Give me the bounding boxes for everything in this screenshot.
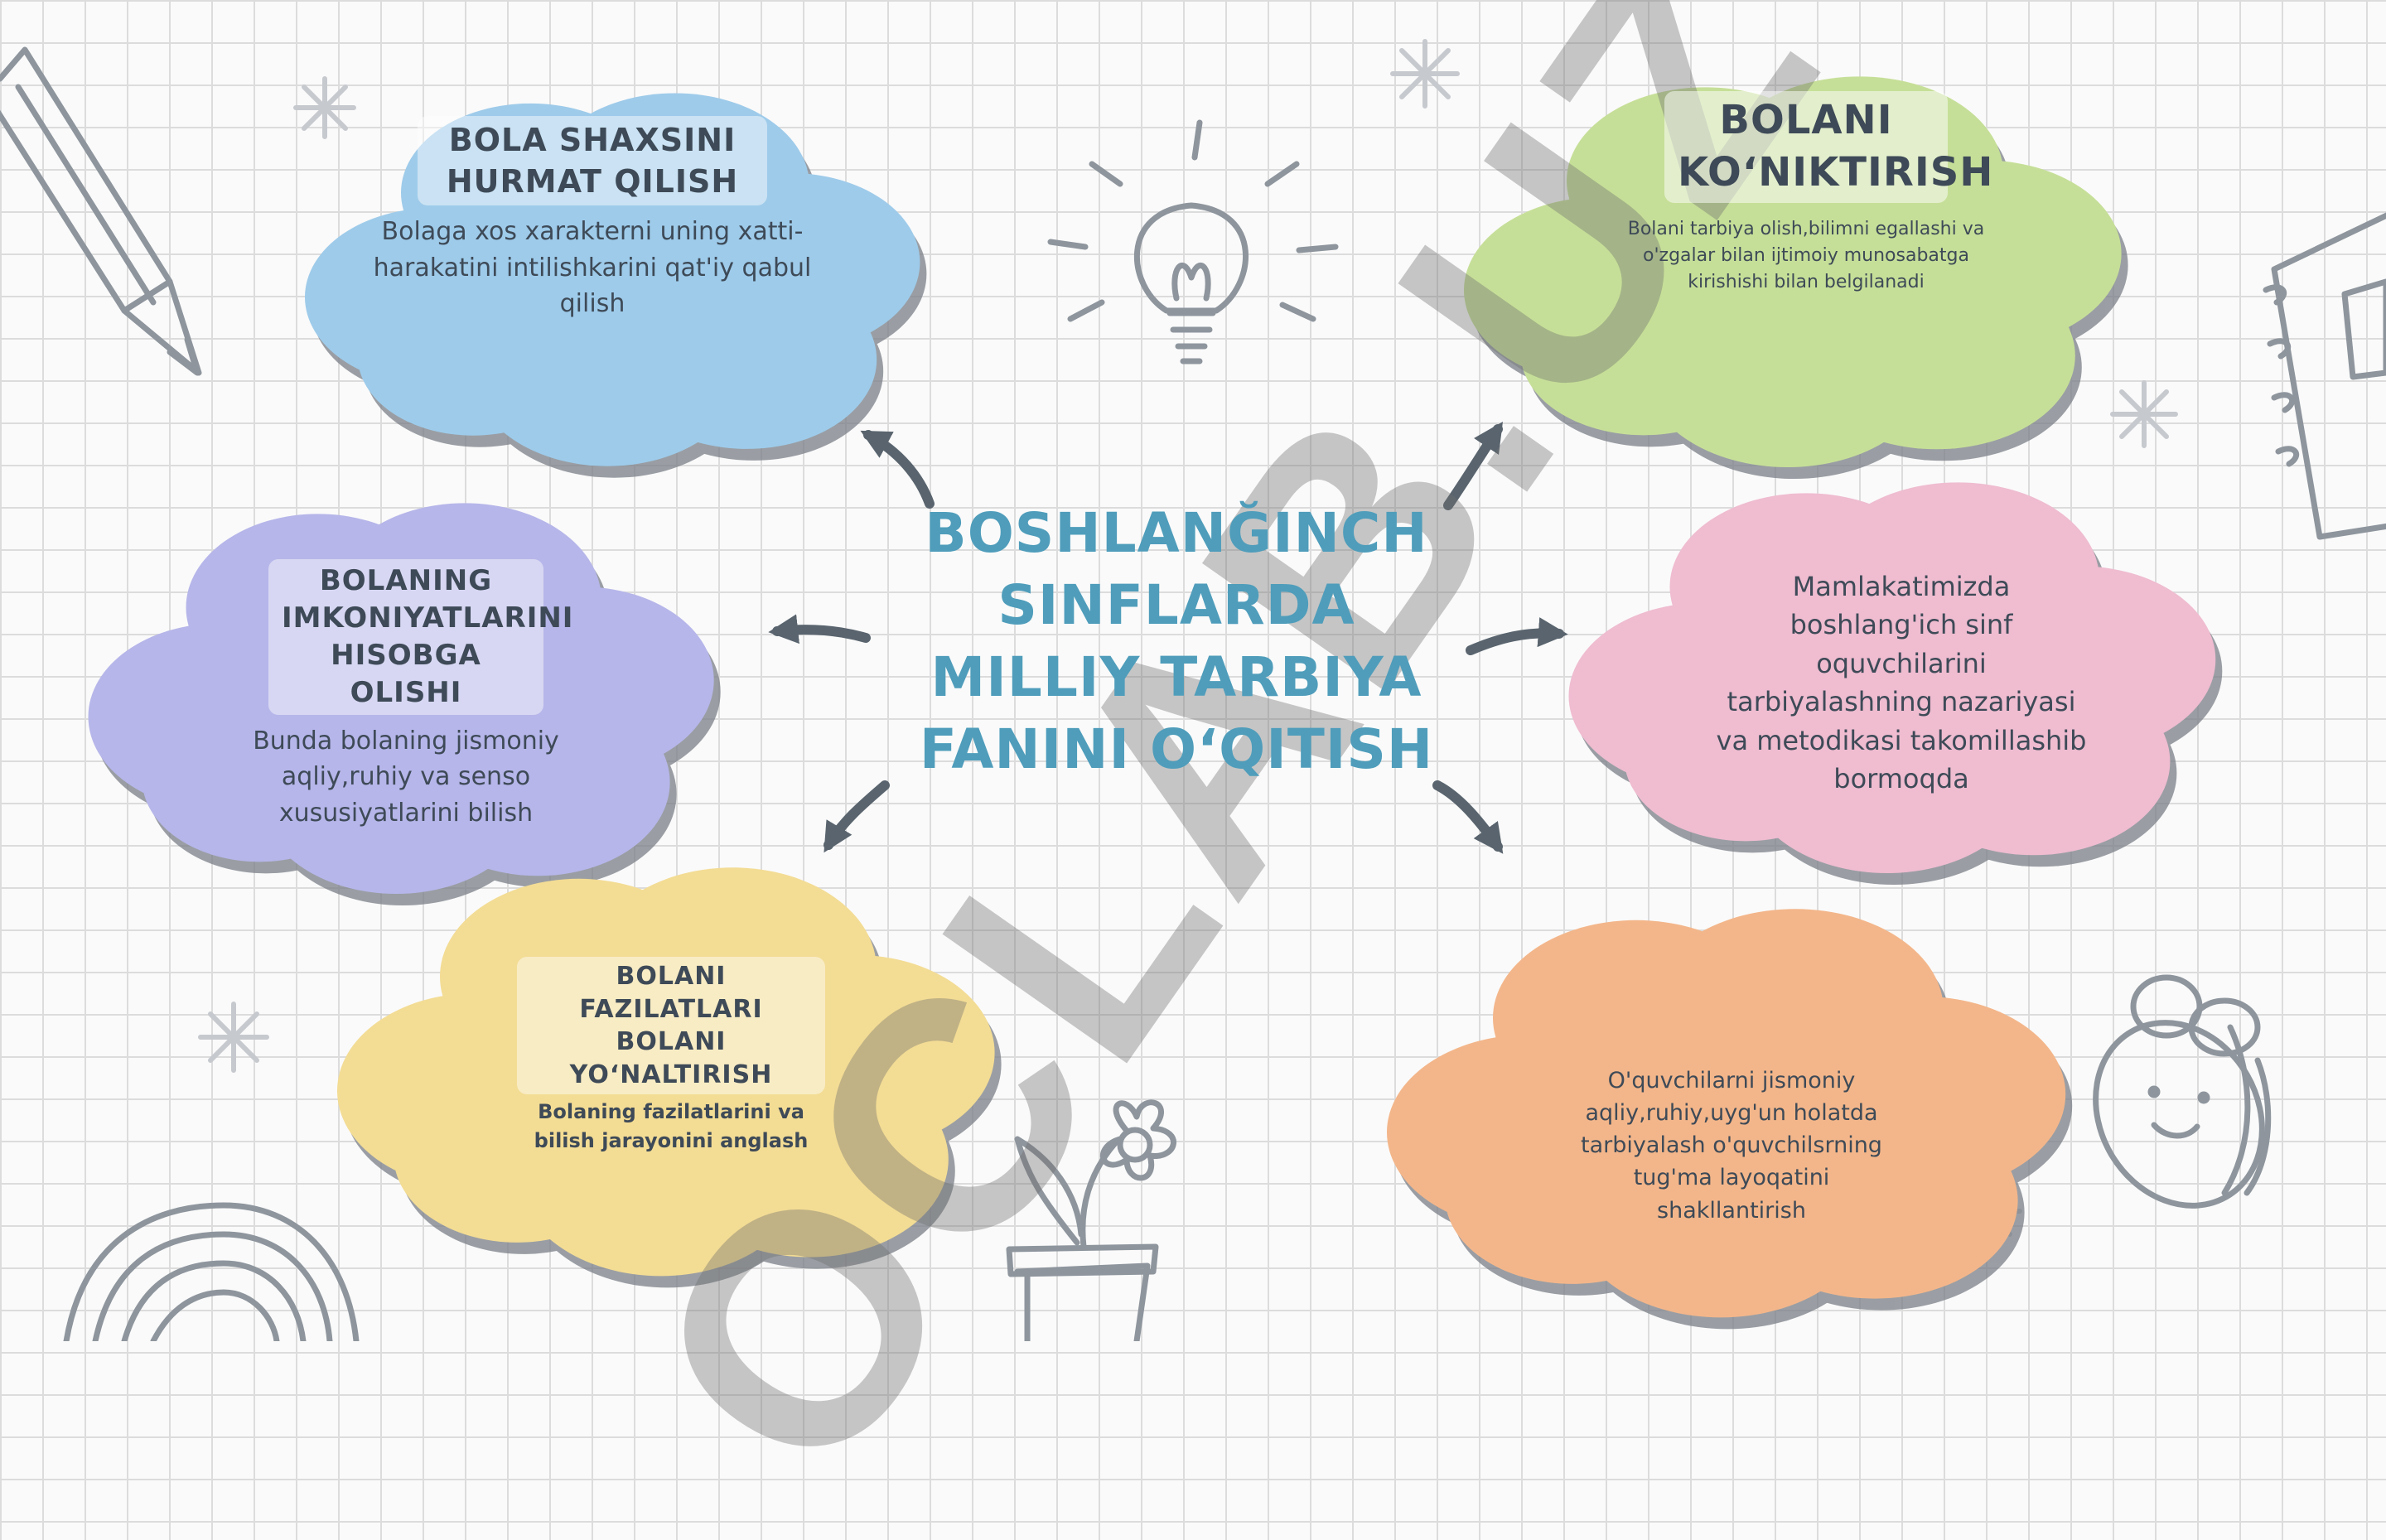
node-desc: Bolani tarbiya olish,bilimni egallashi v… xyxy=(1627,218,1985,292)
node-imkoniyat: BOLANING IMKONIYATLARINI HISOBGA OLISHI … xyxy=(215,559,596,831)
arrow-to-imkoniyat xyxy=(768,614,871,644)
node-title: BOLANI FAZILATLARI BOLANI YO‘NALTIRISH xyxy=(517,957,825,1095)
cloud-shape xyxy=(304,93,920,466)
node-desc: O'quvchilarni jismoniy aqliy,ruhiy,uyg'u… xyxy=(1581,1068,1882,1224)
node-title: BOLA SHAXSINI HURMAT QILISH xyxy=(418,116,767,206)
node-desc: Bolaga xos xarakterni uning xatti-haraka… xyxy=(373,217,812,319)
arrow-to-oquvchi xyxy=(1432,780,1504,854)
arrow-to-fazilat xyxy=(824,780,890,853)
node-desc: Mamlakatimizda boshlang'ich sinf oquvchi… xyxy=(1716,571,2087,794)
bee-icon xyxy=(2093,974,2272,1209)
node-koniktirish: BOLANI KO‘NIKTIRISH Bolani tarbiya olish… xyxy=(1607,91,2005,295)
center-title: BOSHLANĞINCH SINFLARDA MILLIY TARBIYA FA… xyxy=(919,501,1434,782)
cloud-shape xyxy=(88,503,714,895)
node-mamlakat: Mamlakatimizda boshlang'ich sinf oquvchi… xyxy=(1715,559,2088,798)
cloud-shape xyxy=(1387,909,2066,1318)
rainbow-icon xyxy=(63,1202,360,1341)
pencil-icon xyxy=(0,46,202,376)
notebook-icon xyxy=(2263,212,2386,540)
lightbulb-icon xyxy=(1047,119,1339,364)
node-oquvchi: O'quvchilarni jismoniy aqliy,ruhiy,uyg'u… xyxy=(1558,1056,1905,1227)
cloud-shape xyxy=(1568,482,2216,874)
arrow-to-koniktirish xyxy=(1443,422,1503,510)
arrow-to-hurmat xyxy=(860,430,935,509)
node-desc: Bolaning fazilatlarini va bilish jarayon… xyxy=(534,1100,809,1153)
node-title: BOLANI KO‘NIKTIRISH xyxy=(1664,91,1992,203)
node-desc: Bunda bolaning jismoniy aqliy,ruhiy va s… xyxy=(253,726,559,828)
flower-pot-icon xyxy=(1006,1099,1176,1341)
node-title: BOLANING IMKONIYATLARINI HISOBGA OLISHI xyxy=(268,559,572,715)
cloud-shape xyxy=(337,867,995,1277)
arrow-to-mamlakat xyxy=(1466,617,1568,655)
node-fazilat: BOLANI FAZILATLARI BOLANI YO‘NALTIRISH B… xyxy=(472,957,870,1156)
node-hurmat: BOLA SHAXSINI HURMAT QILISH Bolaga xos x… xyxy=(356,116,828,322)
